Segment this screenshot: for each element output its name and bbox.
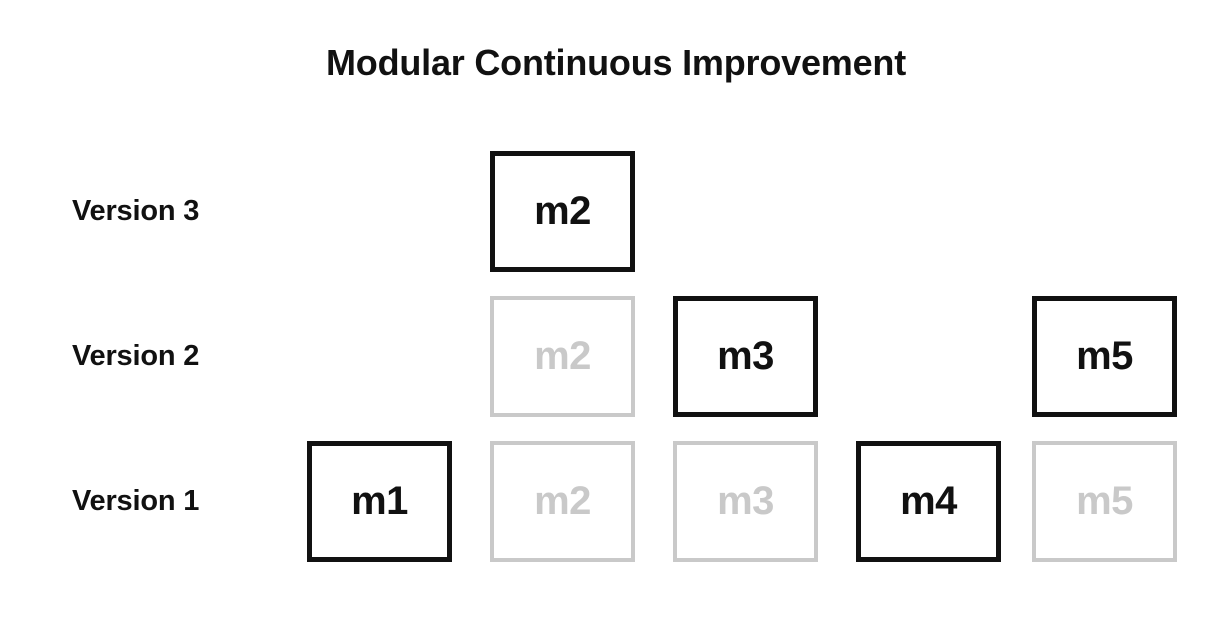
version-grid: Version 3 m2 Version 2 m2 m3 m5 Version …	[0, 151, 1232, 586]
module-cell-v1-c1[interactable]: m1	[307, 441, 452, 562]
module-cell-v2-c1	[307, 296, 452, 417]
module-cell-v2-c2[interactable]: m2	[490, 296, 635, 417]
module-cell-v1-c3[interactable]: m3	[673, 441, 818, 562]
module-cell-v2-c4	[856, 296, 1001, 417]
version-row: Version 3 m2	[0, 151, 1232, 296]
module-cell-v1-c2[interactable]: m2	[490, 441, 635, 562]
module-cell-v1-c5[interactable]: m5	[1032, 441, 1177, 562]
row-label-version-1: Version 1	[72, 485, 200, 517]
module-cell-v3-c5	[1032, 151, 1177, 272]
module-cell-v3-c4	[856, 151, 1001, 272]
version-row: Version 1 m1 m2 m3 m4 m5	[0, 441, 1232, 586]
diagram-title: Modular Continuous Improvement	[325, 42, 906, 83]
module-cell-v1-c4[interactable]: m4	[856, 441, 1001, 562]
module-cell-v2-c3[interactable]: m3	[673, 296, 818, 417]
module-cell-v2-c5[interactable]: m5	[1032, 296, 1177, 417]
module-cell-v3-c1	[307, 151, 452, 272]
module-cell-v3-c2[interactable]: m2	[490, 151, 635, 272]
row-label-version-2: Version 2	[72, 340, 200, 372]
module-cell-v3-c3	[673, 151, 818, 272]
row-label-version-3: Version 3	[72, 195, 200, 227]
version-row: Version 2 m2 m3 m5	[0, 296, 1232, 441]
